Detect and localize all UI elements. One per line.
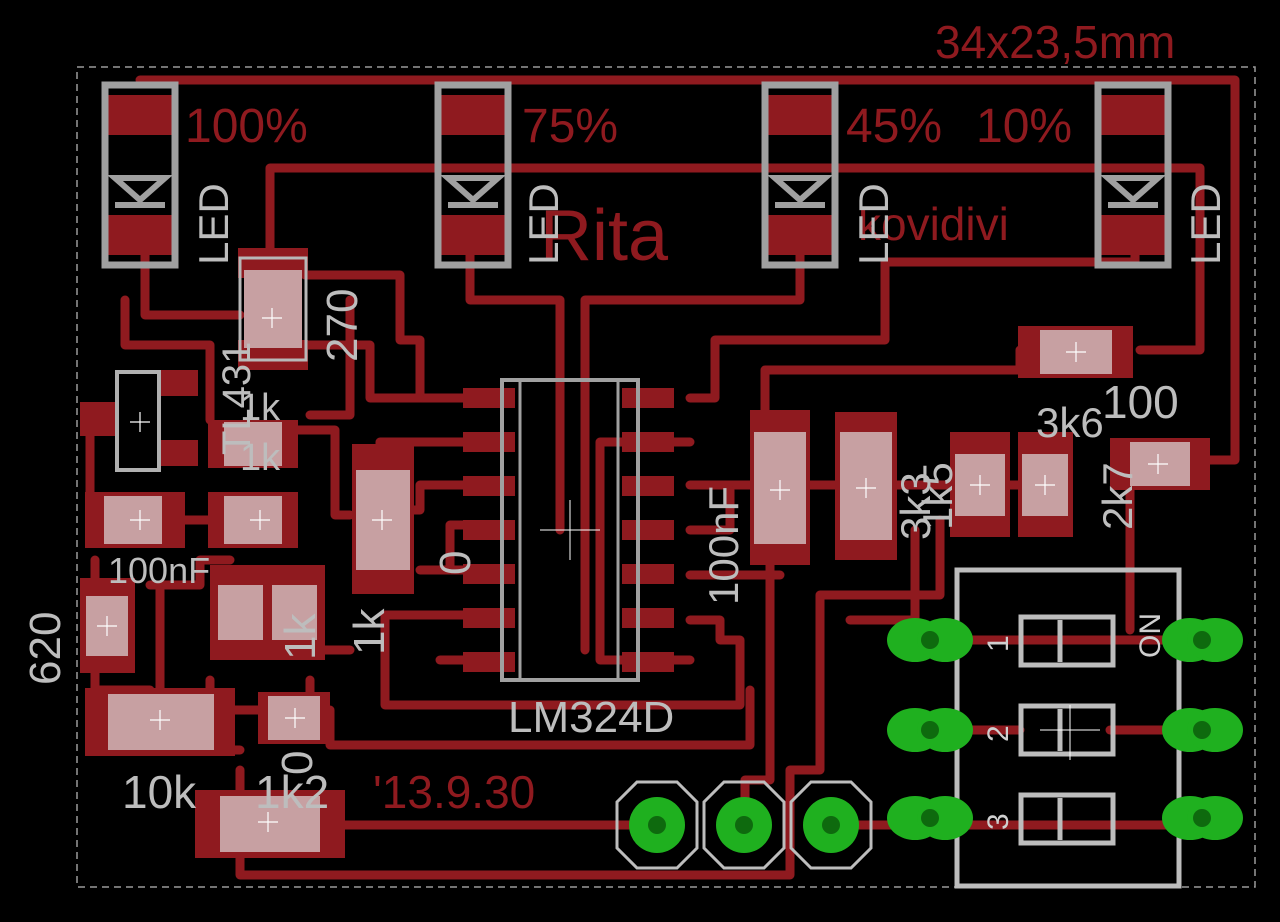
led-45-label: LED: [850, 183, 897, 265]
c-100nf-b-label: 100nF: [700, 486, 747, 605]
r-1k2-label: 1k2: [255, 766, 329, 818]
r-1k-d-label: 1k: [276, 613, 325, 660]
dip-on-label: ON: [1134, 613, 1167, 658]
r-100-label: 100: [1102, 376, 1179, 428]
r-1k-b-label: 1k: [240, 437, 281, 479]
dip-pos-3-label: 3: [982, 813, 1015, 830]
origin-crosses: [97, 308, 1168, 832]
percent-10-label: 10%: [976, 100, 1072, 153]
r-0-a-label: 0: [431, 551, 480, 575]
r-1k5-label: 1k5: [914, 462, 961, 530]
led-10: [1094, 81, 1172, 269]
ic-lm324d: [463, 378, 674, 682]
r-2k7-label: 2k7: [1094, 462, 1141, 530]
r-1k-c-label: 1k: [345, 608, 394, 655]
led-45: [761, 81, 839, 269]
dip-pos-2-label: 2: [982, 725, 1015, 742]
led-10-label: LED: [1182, 183, 1229, 265]
led-100: [101, 81, 179, 269]
percent-100-label: 100%: [185, 100, 308, 153]
r-1k-a-label: 1k: [240, 387, 281, 429]
smd-parts: [80, 248, 1210, 858]
r-0-b-label: 0: [273, 751, 322, 775]
led-75: [434, 81, 512, 269]
c-100nf-a-label: 100nF: [108, 550, 210, 591]
date-label: '13.9.30: [373, 766, 535, 818]
subtitle-label: kovidivi: [858, 198, 1009, 250]
percent-45-label: 45%: [846, 100, 942, 153]
r-270-label: 270: [318, 289, 367, 362]
r-620-label: 620: [21, 612, 70, 685]
connector-pads: [615, 780, 873, 870]
percent-75-label: 75%: [522, 100, 618, 153]
board-size-label: 34x23,5mm: [935, 16, 1175, 68]
r-10k-label: 10k: [122, 766, 197, 818]
led-75-label: LED: [520, 183, 567, 265]
tl431-label: TL431: [215, 342, 259, 455]
board-outline: [76, 66, 1256, 888]
switch-pads: [887, 618, 1243, 840]
ic-lm324d-label: LM324D: [508, 693, 674, 742]
r-3k3-label: 3k3: [892, 472, 939, 540]
led-100-label: LED: [190, 183, 237, 265]
dip-pos-1-label: 1: [982, 635, 1015, 652]
title-label: Rita: [540, 196, 669, 276]
r-3k6-label: 3k6: [1036, 399, 1104, 446]
